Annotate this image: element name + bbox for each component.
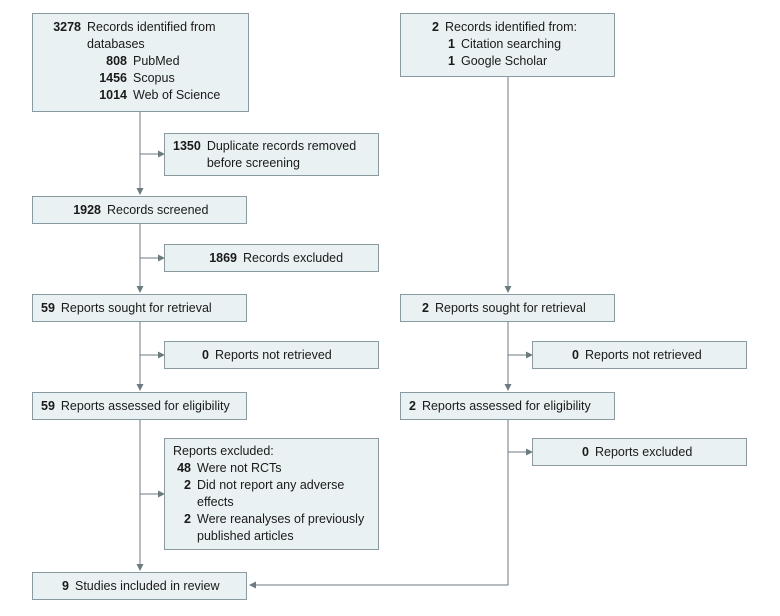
other-excluded-label: Reports excluded	[595, 445, 693, 459]
records-identified-other-box: 2 Records identified from: 1 Citation se…	[400, 13, 615, 77]
identified-label: Records identified from databases	[87, 20, 216, 51]
other-reports-excluded-box: 0 Reports excluded	[532, 438, 747, 466]
excluded-label: Records excluded	[243, 251, 344, 265]
reason-count: 2	[184, 478, 191, 492]
reports-sought-box: 59 Reports sought for retrieval	[32, 294, 247, 322]
source-count: 1014	[99, 88, 127, 102]
source-label: Web of Science	[133, 88, 221, 102]
included-count: 9	[62, 579, 69, 593]
reason-label: Were not RCTs	[197, 461, 282, 475]
duplicates-removed-box: 1350 Duplicate records removed before sc…	[164, 133, 379, 176]
not-retrieved-count: 0	[202, 348, 209, 362]
other-reports-assessed-box: 2 Reports assessed for eligibility	[400, 392, 615, 420]
screened-label: Records screened	[107, 203, 209, 217]
duplicates-count: 1350	[173, 139, 201, 153]
excluded-count: 1869	[209, 251, 237, 265]
duplicates-label: Duplicate records removed before screeni…	[206, 139, 357, 170]
other-not-retrieved-count: 0	[572, 348, 579, 362]
assessed-label: Reports assessed for eligibility	[60, 399, 230, 413]
records-screened-box: 1928 Records screened	[32, 196, 247, 224]
other-source-count: 1	[448, 54, 455, 68]
other-assessed-label: Reports assessed for eligibility	[421, 399, 591, 413]
other-identified-count: 2	[432, 20, 439, 34]
included-label: Studies included in review	[75, 579, 220, 593]
other-assessed-count: 2	[409, 399, 416, 413]
reports-excluded-reasons-box: Reports excluded: 48 Were not RCTs 2 Did…	[164, 438, 379, 550]
reason-count: 2	[184, 512, 191, 526]
reports-not-retrieved-box: 0 Reports not retrieved	[164, 341, 379, 369]
other-sought-count: 2	[422, 301, 429, 315]
other-reports-sought-box: 2 Reports sought for retrieval	[400, 294, 615, 322]
studies-included-box: 9 Studies included in review	[32, 572, 247, 600]
other-not-retrieved-label: Reports not retrieved	[585, 348, 702, 362]
other-source-label: Google Scholar	[461, 54, 548, 68]
source-count: 1456	[99, 71, 127, 85]
reason-label: Did not report any adverse effects	[197, 478, 345, 509]
records-excluded-box: 1869 Records excluded	[164, 244, 379, 272]
reports-assessed-box: 59 Reports assessed for eligibility	[32, 392, 247, 420]
records-identified-databases-box: 3278 Records identified from databases 8…	[32, 13, 249, 112]
other-excluded-count: 0	[582, 445, 589, 459]
reason-label: Were reanalyses of previously published …	[197, 512, 365, 543]
other-sought-label: Reports sought for retrieval	[435, 301, 586, 315]
reports-excluded-title: Reports excluded:	[173, 444, 274, 458]
other-source-count: 1	[448, 37, 455, 51]
assessed-count: 59	[41, 399, 55, 413]
source-count: 808	[106, 54, 127, 68]
source-label: PubMed	[133, 54, 180, 68]
screened-count: 1928	[73, 203, 101, 217]
source-label: Scopus	[133, 71, 175, 85]
sought-count: 59	[41, 301, 55, 315]
other-reports-not-retrieved-box: 0 Reports not retrieved	[532, 341, 747, 369]
identified-count: 3278	[53, 20, 81, 34]
not-retrieved-label: Reports not retrieved	[215, 348, 332, 362]
sought-label: Reports sought for retrieval	[60, 301, 212, 315]
arrow-right-to-included	[249, 420, 509, 589]
other-source-label: Citation searching	[461, 37, 562, 51]
reason-count: 48	[177, 461, 191, 475]
other-identified-label: Records identified from:	[445, 20, 578, 34]
